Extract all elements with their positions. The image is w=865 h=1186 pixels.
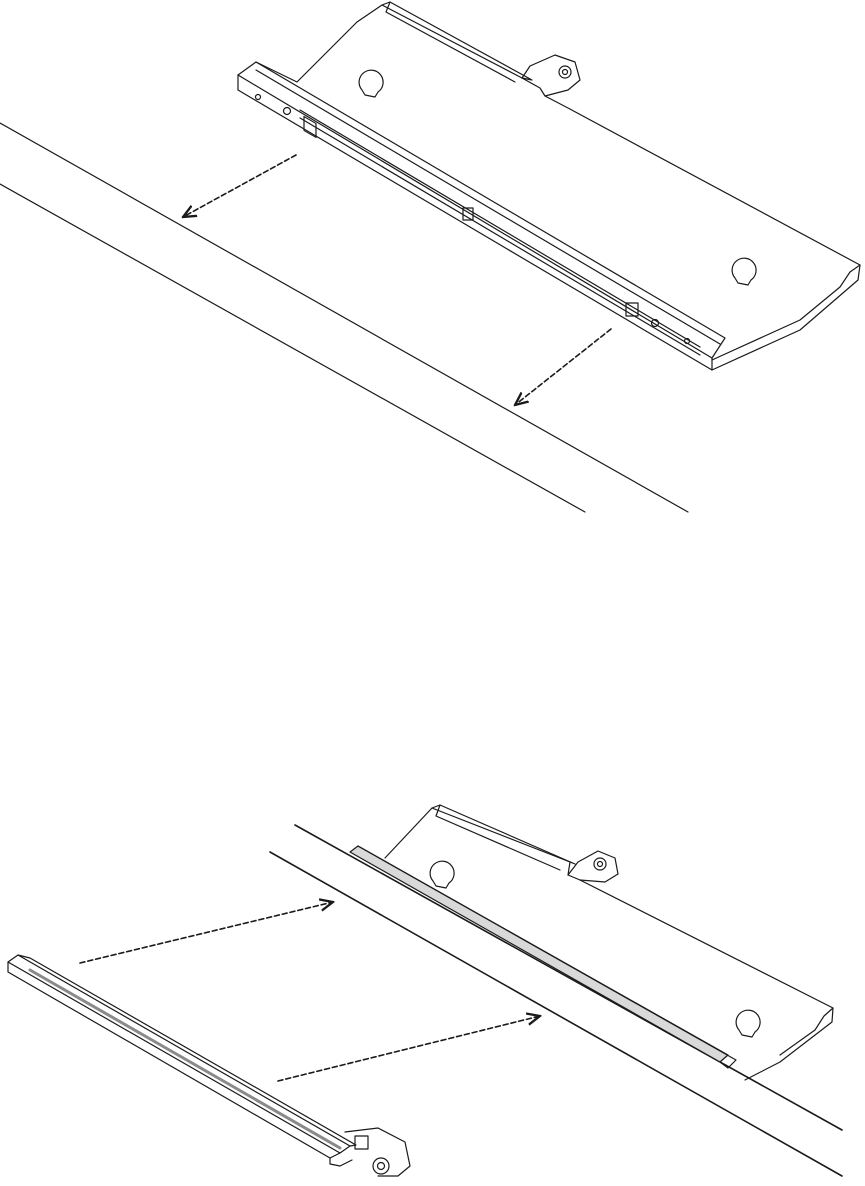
- bracket-plate-outline: [385, 808, 833, 1080]
- bracket-plate-outline: [238, 5, 860, 370]
- bracket-rail-groove: [300, 110, 700, 347]
- screw-tab-hole: [598, 862, 603, 867]
- bracket-top-flange: [382, 2, 532, 80]
- screw-tab-hole: [563, 70, 568, 75]
- square-hole-icon: [355, 1136, 368, 1149]
- bracket-right-flange: [712, 265, 860, 360]
- bracket-rail-back-edge: [256, 62, 725, 358]
- slide-rail-front: [8, 962, 340, 1158]
- bracket-right-flange: [780, 1008, 833, 1055]
- dashed-arrow-icon: [515, 329, 611, 405]
- dashed-arrow-icon: [80, 902, 333, 963]
- panel-bottom: [8, 805, 842, 1176]
- bracket-rail-groove: [300, 118, 700, 355]
- keyhole-slot-icon: [736, 1010, 760, 1037]
- screw-head-icon: [373, 1158, 389, 1174]
- screw-tab-icon: [594, 858, 606, 870]
- bracket-rail-lip: [256, 70, 720, 344]
- wall-surface-top: [0, 123, 688, 512]
- wall-edge-line: [0, 184, 585, 512]
- arrows-bottom: [80, 902, 540, 1081]
- bracket-rail: [350, 846, 728, 1062]
- bracket-rail-top-edge: [238, 75, 712, 358]
- bracket-top-flange-edge: [436, 805, 560, 870]
- slide-rail-end: [330, 1158, 352, 1166]
- bracket-top-flange: [432, 805, 575, 864]
- wall-edge-line: [0, 123, 688, 512]
- screw-tab-outline: [522, 55, 580, 96]
- arrows-top: [183, 155, 611, 405]
- screw-head-center: [378, 1163, 385, 1170]
- dashed-arrow-icon: [278, 1016, 540, 1081]
- keyhole-slot-icon: [430, 861, 454, 888]
- slide-rail-groove: [30, 970, 340, 1148]
- keyhole-slot-icon: [732, 258, 756, 285]
- mounting-bracket-bottom: [350, 805, 833, 1080]
- screw-tab-icon: [559, 66, 571, 78]
- panel-top: [0, 2, 860, 512]
- mounting-bracket-top: [238, 2, 860, 370]
- slide-rail: [8, 955, 410, 1176]
- round-hole-icon: [256, 95, 261, 100]
- round-hole-icon: [284, 108, 291, 115]
- screw-tab-outline: [568, 851, 618, 882]
- wall-surface-bottom: [270, 825, 842, 1176]
- keyhole-slot-icon: [359, 70, 383, 97]
- bracket-top-flange-edge: [386, 2, 515, 82]
- slide-rail-end-tab: [345, 1128, 410, 1176]
- dashed-arrow-icon: [183, 155, 296, 217]
